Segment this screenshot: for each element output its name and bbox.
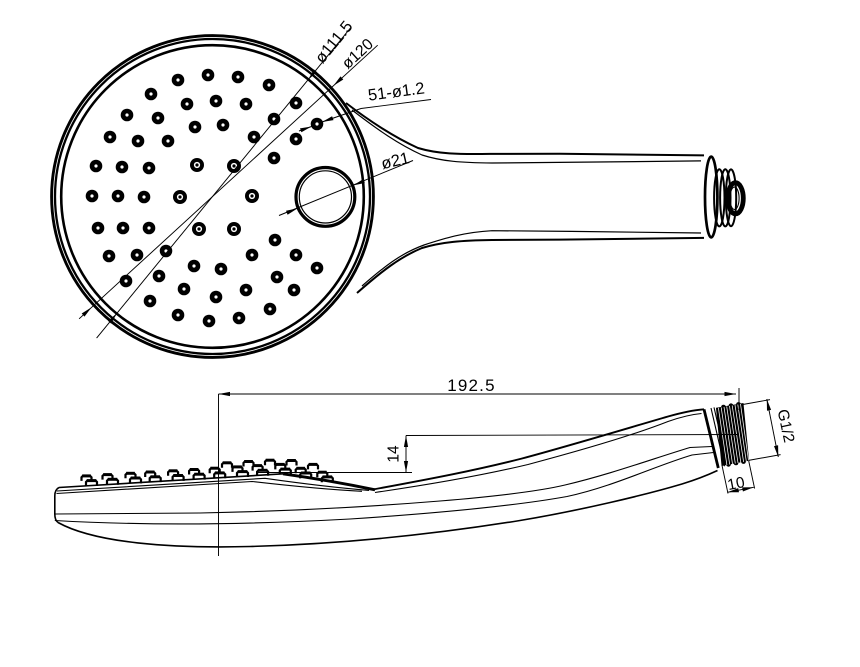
svg-text:ø21: ø21 xyxy=(379,149,411,173)
svg-text:10: 10 xyxy=(726,474,747,494)
svg-text:14: 14 xyxy=(386,445,403,463)
svg-text:192.5: 192.5 xyxy=(447,376,496,395)
svg-text:G1/2: G1/2 xyxy=(774,408,798,444)
